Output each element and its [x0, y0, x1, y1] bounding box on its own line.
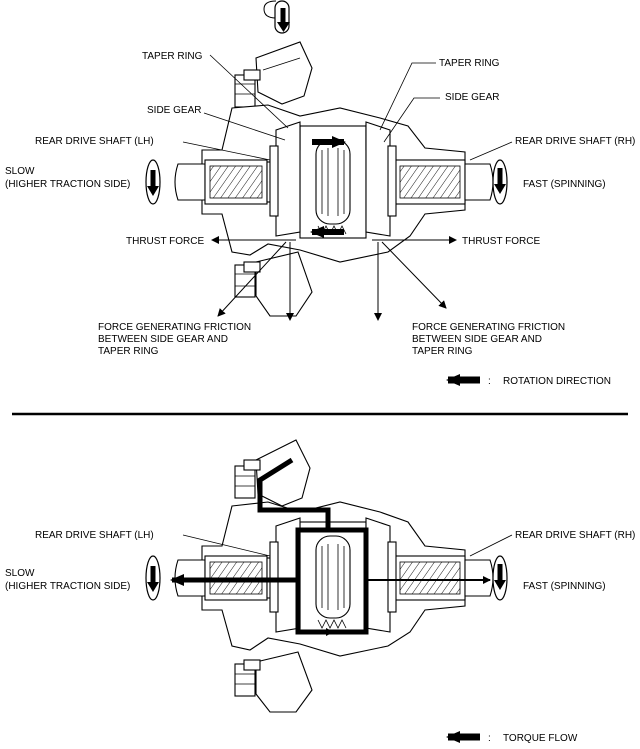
legend-torque-text: TORQUE FLOW [503, 733, 578, 744]
leader-taper-ring-right [379, 62, 436, 131]
label-friction-left-2: BETWEEN SIDE GEAR AND [98, 334, 228, 345]
label-side-gear-right: SIDE GEAR [445, 92, 499, 103]
legend-rotation-colon: : [488, 376, 491, 387]
bottom-center-pinion [269, 517, 397, 633]
rotation-direction-legend: : ROTATION DIRECTION [446, 374, 611, 387]
top-diagram: TAPER RING TAPER RING SIDE GEAR SIDE GEA… [5, 0, 635, 387]
label-friction-right-3: TAPER RING [412, 346, 473, 357]
friction-arrow-right-diag [381, 241, 447, 309]
bottom-fast-rotation-icon [492, 555, 508, 601]
label-friction-left-3: TAPER RING [98, 346, 159, 357]
bottom-label-slow: SLOW [5, 568, 35, 579]
torque-flow-path [170, 457, 491, 636]
leader-side-gear-right [383, 97, 440, 143]
bottom-upper-mount-icon [234, 439, 311, 507]
slow-rotation-icon [145, 159, 161, 205]
label-fast: FAST (SPINNING) [523, 179, 606, 190]
bottom-label-higher-traction: (HIGHER TRACTION SIDE) [5, 581, 130, 592]
bottom-leader-shaft-rh [469, 534, 513, 557]
label-friction-right-1: FORCE GENERATING FRICTION [412, 322, 565, 333]
label-taper-ring-right: TAPER RING [439, 58, 500, 69]
bottom-label-fast: FAST (SPINNING) [523, 581, 606, 592]
top-rotation-arrow-icon [263, 0, 290, 34]
bottom-leader-shaft-lh [182, 534, 271, 557]
leader-side-gear-left [203, 112, 286, 141]
label-side-gear-left: SIDE GEAR [147, 105, 201, 116]
legend-rotation-text: ROTATION DIRECTION [503, 376, 611, 387]
label-friction-right-2: BETWEEN SIDE GEAR AND [412, 334, 542, 345]
label-friction-left-1: FORCE GENERATING FRICTION [98, 322, 251, 333]
label-shaft-rh: REAR DRIVE SHAFT (RH) [515, 136, 635, 147]
label-taper-ring-left: TAPER RING [142, 51, 203, 62]
leader-shaft-rh-top [469, 141, 513, 161]
torque-flow-legend: : TORQUE FLOW [446, 731, 578, 744]
lower-mount-icon [234, 251, 313, 317]
legend-torque-colon: : [488, 733, 491, 744]
label-slow: SLOW [5, 166, 35, 177]
label-thrust-left: THRUST FORCE [126, 236, 204, 247]
label-shaft-lh: REAR DRIVE SHAFT (LH) [35, 136, 154, 147]
leader-taper-ring-left [209, 54, 289, 129]
fast-rotation-icon [492, 159, 508, 205]
bottom-label-shaft-rh: REAR DRIVE SHAFT (RH) [515, 530, 635, 541]
bottom-label-shaft-lh: REAR DRIVE SHAFT (LH) [35, 530, 154, 541]
bottom-lower-mount-icon [234, 651, 313, 713]
bottom-diagram: REAR DRIVE SHAFT (LH) REAR DRIVE SHAFT (… [5, 439, 635, 744]
friction-arrow-left-diag [217, 241, 287, 317]
label-higher-traction: (HIGHER TRACTION SIDE) [5, 179, 130, 190]
center-pinion [269, 121, 397, 239]
bottom-slow-rotation-icon [145, 555, 161, 601]
label-thrust-right: THRUST FORCE [462, 236, 540, 247]
leader-shaft-lh-top [182, 141, 271, 161]
upper-mount-icon [234, 41, 313, 108]
